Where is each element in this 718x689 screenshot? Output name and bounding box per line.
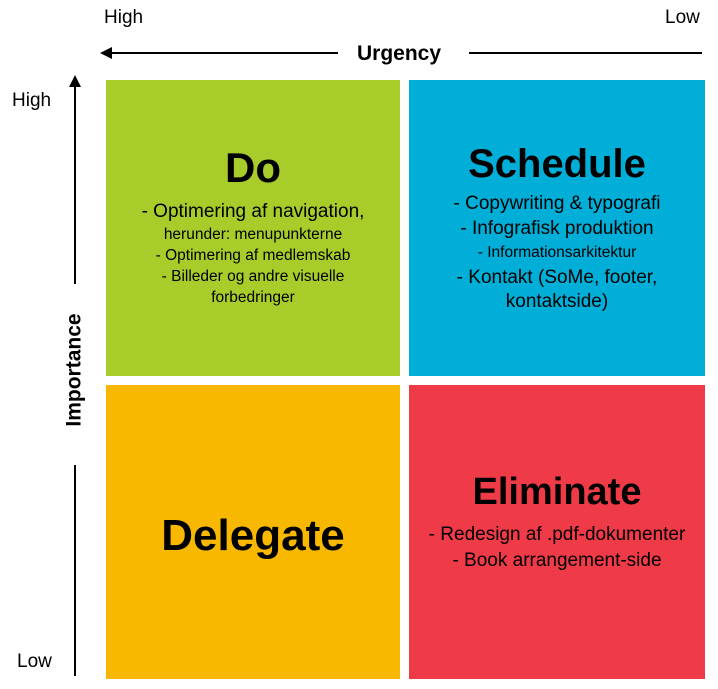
quadrant-do-items: - Optimering af navigation, herunder: me… <box>106 200 400 308</box>
list-item: - Informationsarkitektur <box>477 244 637 261</box>
importance-high-label: High <box>12 90 52 111</box>
urgency-low-label: Low <box>665 7 700 28</box>
list-item: - Copywriting & typografi <box>453 193 661 214</box>
quadrant-eliminate: Eliminate - Redesign af .pdf-dokumenter … <box>409 385 705 679</box>
list-item: kontaktside) <box>505 291 609 312</box>
quadrant-delegate-title: Delegate <box>161 511 345 560</box>
list-item: - Kontakt (SoMe, footer, <box>456 266 658 288</box>
list-item: - Billeder og andre visuelle <box>161 268 345 285</box>
list-item: - Optimering af navigation, <box>141 201 365 222</box>
importance-low-label: Low <box>17 651 52 672</box>
quadrant-schedule-items: - Copywriting & typografi - Infografisk … <box>409 192 705 315</box>
urgency-high-label: High <box>104 7 144 28</box>
list-item: - Book arrangement-side <box>452 550 662 571</box>
urgency-arrow <box>100 47 702 59</box>
quadrant-delegate: Delegate <box>106 385 400 679</box>
list-item: forbedringer <box>211 289 295 306</box>
urgency-title: Urgency <box>357 42 442 65</box>
quadrant-eliminate-items: - Redesign af .pdf-dokumenter - Book arr… <box>409 522 705 574</box>
quadrant-schedule-title: Schedule <box>468 142 646 186</box>
quadrant-eliminate-title: Eliminate <box>472 471 642 513</box>
importance-title: Importance <box>62 313 86 427</box>
list-item: - Infografisk produktion <box>460 217 654 239</box>
quadrant-schedule: Schedule - Copywriting & typografi - Inf… <box>409 80 705 376</box>
list-item: herunder: menupunkterne <box>163 226 343 243</box>
list-item: - Optimering af medlemskab <box>155 247 351 264</box>
list-item: - Redesign af .pdf-dokumenter <box>428 524 686 545</box>
quadrant-do: Do - Optimering af navigation, herunder:… <box>106 80 400 376</box>
importance-arrow <box>69 75 81 676</box>
quadrant-do-title: Do <box>225 144 281 191</box>
